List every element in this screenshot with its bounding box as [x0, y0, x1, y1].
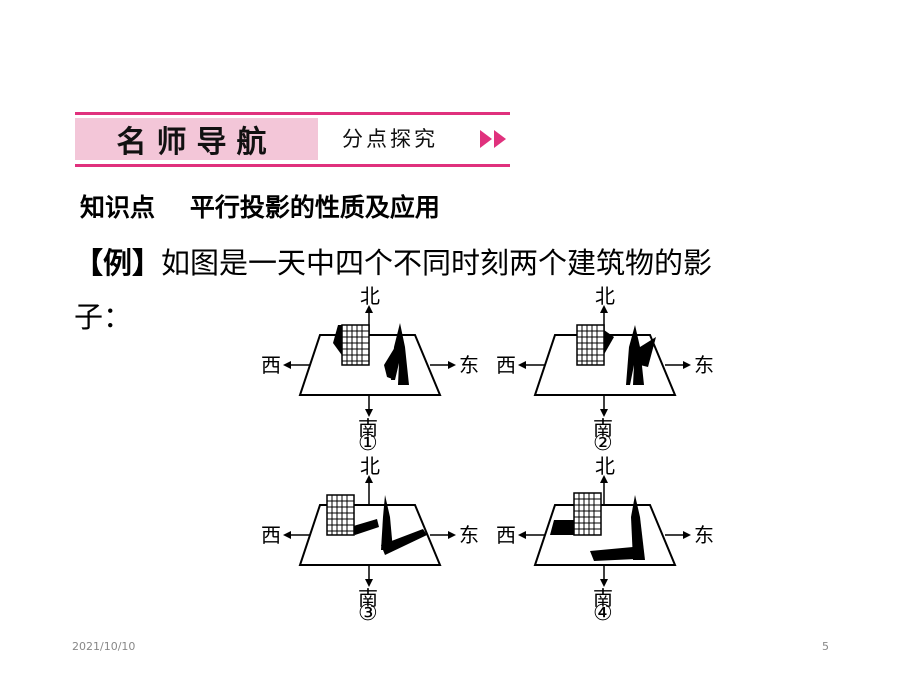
- banner-bottom-line: [75, 164, 510, 167]
- south-label: 南: [593, 416, 613, 440]
- footer-date: 2021/10/10: [72, 640, 136, 653]
- north-label: 北: [360, 284, 380, 308]
- example-label: 【例】: [74, 246, 162, 280]
- section-title: 知识点 平行投影的性质及应用: [80, 193, 440, 222]
- west-label: 西: [496, 353, 516, 377]
- diagram-label: ③: [358, 601, 378, 626]
- banner-title: 名师导航: [75, 118, 318, 160]
- south-label: 南: [593, 586, 613, 610]
- east-label: 东: [694, 523, 714, 547]
- east-label: 东: [694, 353, 714, 377]
- west-label: 西: [261, 523, 281, 547]
- diagram-label: ①: [358, 431, 378, 456]
- east-label: 东: [459, 523, 479, 547]
- north-label: 北: [595, 454, 615, 478]
- north-label: 北: [360, 454, 380, 478]
- south-label: 南: [358, 586, 378, 610]
- double-chevron-right-icon: [480, 130, 506, 148]
- page-number: 5: [822, 640, 829, 653]
- north-label: 北: [595, 284, 615, 308]
- west-label: 西: [261, 353, 281, 377]
- east-label: 东: [459, 353, 479, 377]
- banner-subtitle: 分点探究: [342, 127, 438, 151]
- south-label: 南: [358, 416, 378, 440]
- shadow-diagram-2: 北 南 西 东 ②: [490, 284, 720, 460]
- west-label: 西: [496, 523, 516, 547]
- example-text: 如图是一天中四个不同时刻两个建筑物的影子：: [74, 246, 713, 334]
- diagram-label: ④: [593, 601, 613, 626]
- example-paragraph: 【例】如图是一天中四个不同时刻两个建筑物的影子：: [74, 236, 754, 344]
- shadow-diagram-4: 北 南 西 东 ④: [490, 454, 720, 630]
- banner-top-line: [75, 112, 510, 115]
- shadow-diagram-3: 北 南 西 东 ③: [255, 454, 485, 630]
- diagram-label: ②: [593, 431, 613, 456]
- shadow-diagram-1: 北 南 西 东 ①: [255, 284, 485, 460]
